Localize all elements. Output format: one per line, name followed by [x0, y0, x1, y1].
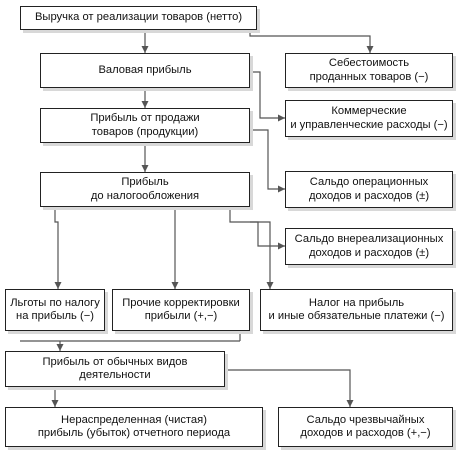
- node-cost-of-goods: Себестоимость проданных товаров (−): [285, 53, 453, 88]
- node-sales-profit-label: Прибыль от продажи товаров (продукции): [90, 112, 200, 138]
- node-other-adjustments: Прочие корректировки прибыли (+,−): [112, 289, 250, 331]
- node-nonoperating-balance: Сальдо внереализационных доходов и расхо…: [285, 228, 453, 265]
- arrow-ordinary-to-extraordinary: [225, 369, 354, 407]
- node-other-adjustments-label: Прочие корректировки прибыли (+,−): [122, 296, 240, 322]
- node-gross-profit: Валовая прибыль: [40, 53, 250, 88]
- node-extraordinary-balance-label: Сальдо чрезвычайных доходов и расходов (…: [300, 413, 431, 439]
- arrow-pretax-to-nonoperating: [229, 207, 285, 250]
- node-revenue: Выручка от реализации товаров (нетто): [20, 6, 257, 30]
- node-cost-of-goods-label: Себестоимость проданных товаров (−): [309, 57, 429, 83]
- node-nonoperating-balance-label: Сальдо внереализационных доходов и расхо…: [294, 233, 444, 259]
- node-revenue-label: Выручка от реализации товаров (нетто): [34, 11, 243, 24]
- node-commercial-admin: Коммерческие и управленческие расходы (−…: [285, 100, 453, 137]
- node-tax-benefits: Льготы по налогу на прибыль (−): [5, 289, 105, 331]
- node-pretax-profit: Прибыль до налогообложения: [40, 172, 250, 207]
- node-retained-earnings-label: Нераспределенная (чистая) прибыль (убыто…: [37, 413, 231, 439]
- node-tax-benefits-label: Льготы по налогу на прибыль (−): [10, 296, 100, 322]
- node-sales-profit: Прибыль от продажи товаров (продукции): [40, 108, 250, 143]
- node-ordinary-profit: Прибыль от обычных видов деятельности: [5, 351, 225, 387]
- node-operating-balance-label: Сальдо операционных доходов и расходов (…: [308, 176, 430, 202]
- arrow-gross-to-commercial: [250, 71, 285, 122]
- node-gross-profit-label: Валовая прибыль: [98, 63, 192, 76]
- arrow-revenue-to-cost: [249, 30, 374, 53]
- node-pretax-profit-label: Прибыль до налогообложения: [90, 176, 200, 202]
- node-extraordinary-balance: Сальдо чрезвычайных доходов и расходов (…: [278, 407, 453, 447]
- node-retained-earnings: Нераспределенная (чистая) прибыль (убыто…: [5, 407, 263, 447]
- node-operating-balance: Сальдо операционных доходов и расходов (…: [285, 171, 453, 208]
- arrow-pretax-to-benefits: [54, 207, 62, 289]
- arrow-sales-to-operating: [250, 129, 285, 193]
- node-commercial-admin-label: Коммерческие и управленческие расходы (−…: [290, 105, 448, 131]
- node-income-tax: Налог на прибыль и иные обязательные пла…: [260, 289, 453, 331]
- node-income-tax-label: Налог на прибыль и иные обязательные пла…: [268, 296, 445, 322]
- arrow-pretax-to-tax: [250, 221, 274, 289]
- node-ordinary-profit-label: Прибыль от обычных видов деятельности: [42, 355, 188, 381]
